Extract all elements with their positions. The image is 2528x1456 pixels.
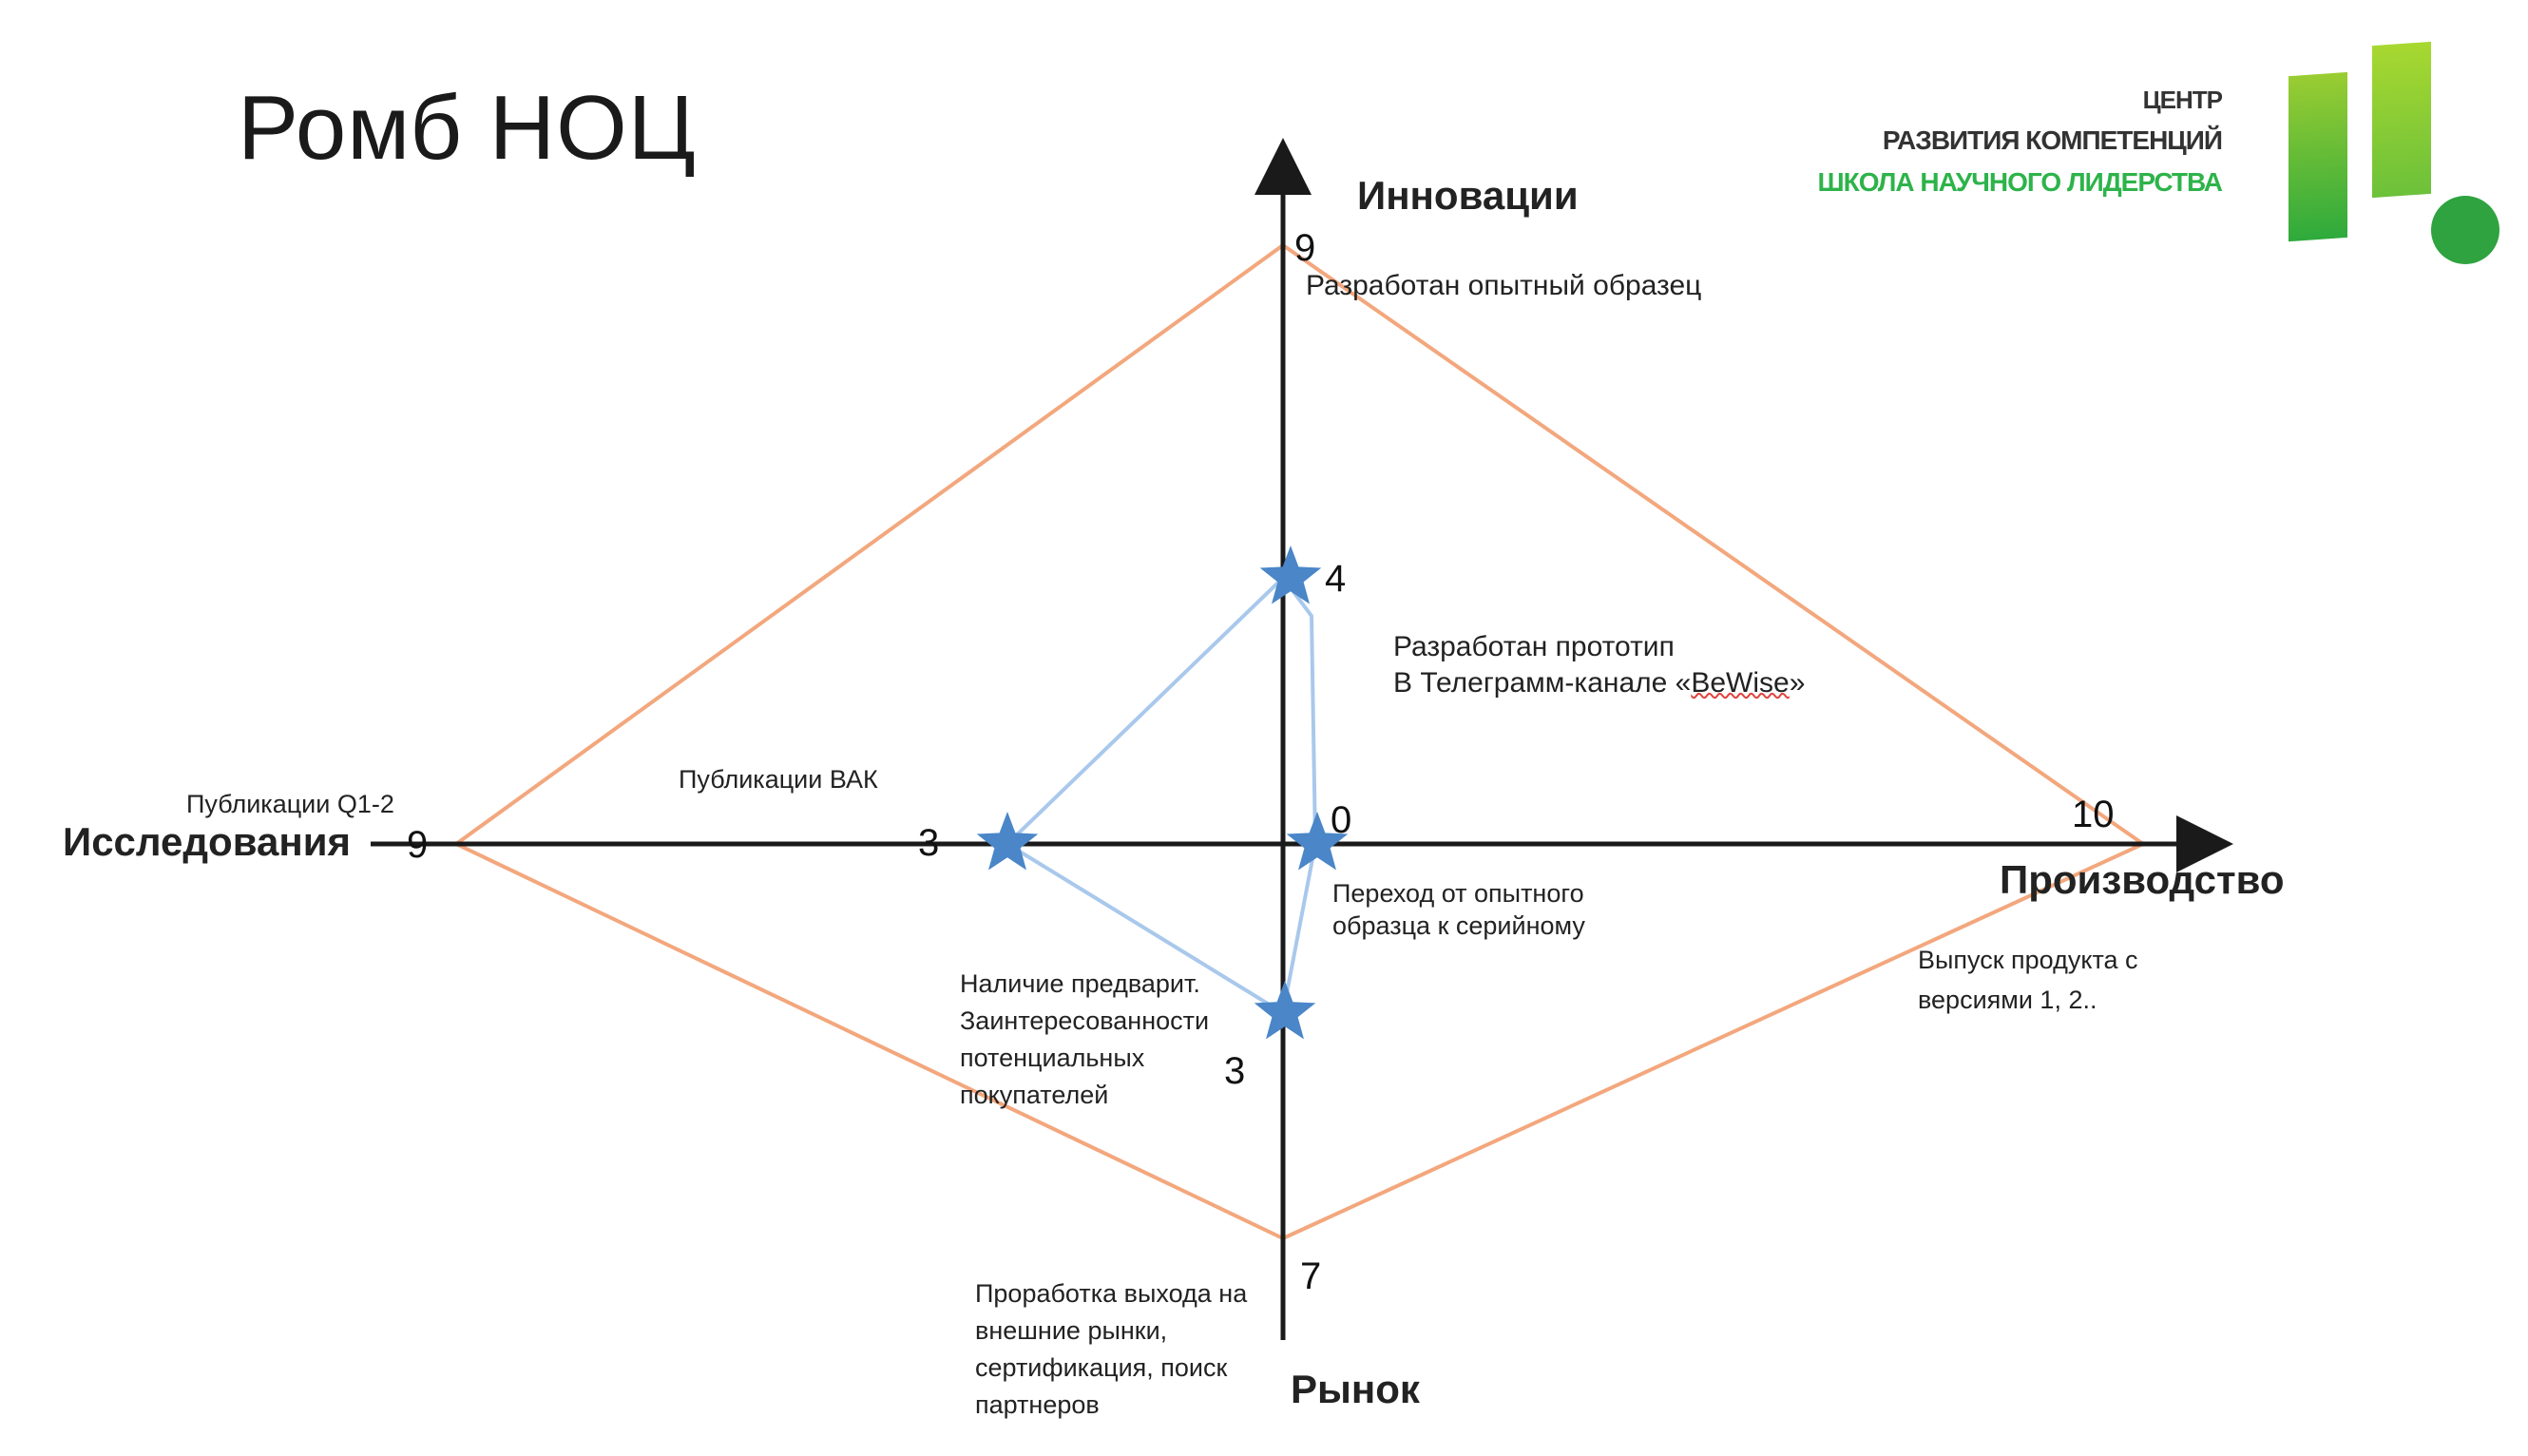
current-innovations-value: 4 bbox=[1325, 558, 1347, 600]
max-innovations-value: 9 bbox=[1294, 227, 1316, 269]
note-line: версиями 1, 2.. bbox=[1918, 985, 2097, 1014]
note-line: Заинтересованности bbox=[960, 1006, 1210, 1036]
page-title: Ромб НОЦ bbox=[238, 77, 697, 179]
star-marker-production bbox=[1286, 812, 1349, 871]
note-line: Выпуск продукта с bbox=[1918, 946, 2138, 974]
note-research-current: Публикации ВАК bbox=[679, 765, 878, 794]
logo-text-line3: ШКОЛА НАУЧНОГО ЛИДЕРСТВА bbox=[1817, 167, 2223, 197]
axis-label-innovations: Инновации bbox=[1357, 173, 1579, 218]
bewise-brand: BeWise bbox=[1691, 666, 1790, 699]
note-text: В Телеграмм-канале « bbox=[1393, 666, 1692, 699]
note-production-max: Выпуск продукта с версиями 1, 2.. bbox=[1918, 941, 2138, 1021]
axis-label-research: Исследования bbox=[63, 819, 352, 864]
current-production-value: 0 bbox=[1331, 799, 1352, 841]
axis-label-market: Рынок bbox=[1291, 1367, 1420, 1411]
note-line: сертификация, поиск bbox=[975, 1353, 1228, 1383]
note-innovations-current-line1: Разработан прототип bbox=[1393, 631, 1675, 662]
logo-text-line2: РАЗВИТИЯ КОМПЕТЕНЦИЙ bbox=[1882, 125, 2223, 155]
note-line: внешние рынки, bbox=[975, 1316, 1168, 1346]
star-marker-innovations bbox=[1259, 546, 1322, 604]
note-line: потенциальных bbox=[960, 1044, 1145, 1073]
note-innovations-max: Разработан опытный образец bbox=[1306, 270, 1702, 301]
star-marker-research bbox=[976, 812, 1039, 871]
note-line: покупателей bbox=[960, 1081, 1109, 1110]
note-market-current: Наличие предварит. Заинтересованности по… bbox=[960, 966, 1209, 1115]
max-production-value: 10 bbox=[2072, 794, 2115, 835]
note-text: » bbox=[1789, 666, 1806, 699]
note-innovations-current: Разработан прототип В Телеграмм-канале «… bbox=[1393, 629, 1805, 700]
note-line: Наличие предварит. bbox=[960, 969, 1200, 998]
max-research-value: 9 bbox=[407, 824, 429, 866]
outer-rhombus bbox=[452, 242, 2148, 1241]
note-line: Проработка выхода на bbox=[975, 1279, 1248, 1308]
logo-text-line1: ЦЕНТР bbox=[2142, 86, 2223, 114]
note-innovations-current-line2: В Телеграмм-канале «BeWise» bbox=[1393, 665, 1805, 701]
note-line: образца к серийному bbox=[1332, 910, 1585, 940]
note-line: Переход от опытного bbox=[1332, 879, 1584, 908]
note-production-current: Переход от опытного образца к серийному bbox=[1332, 878, 1585, 943]
max-market-value: 7 bbox=[1300, 1255, 1322, 1297]
star-marker-market bbox=[1254, 980, 1316, 1040]
current-research-value: 3 bbox=[918, 822, 940, 864]
note-research-max: Публикации Q1-2 bbox=[186, 790, 394, 818]
logo-dot bbox=[2431, 196, 2499, 264]
current-state-polygon bbox=[1004, 574, 1318, 1017]
note-line: партнеров bbox=[975, 1390, 1100, 1420]
current-market-value: 3 bbox=[1224, 1050, 1246, 1092]
note-market-max: Проработка выхода на внешние рынки, серт… bbox=[975, 1275, 1247, 1425]
logo: ЦЕНТР РАЗВИТИЯ КОМПЕТЕНЦИЙ ШКОЛА НАУЧНОГ… bbox=[1817, 38, 2507, 276]
axis-label-production: Производство bbox=[2000, 857, 2285, 902]
